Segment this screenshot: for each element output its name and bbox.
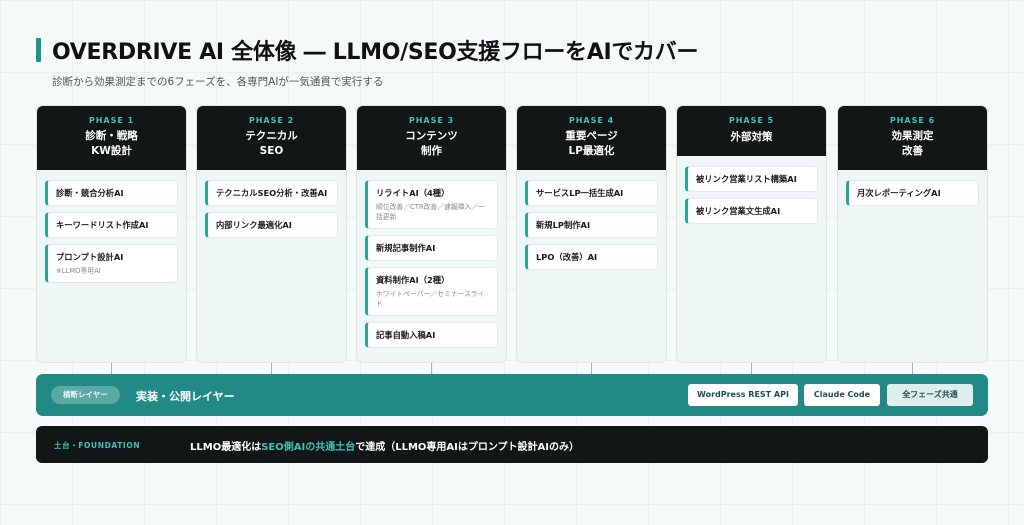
phase-4-card: PHASE 4 重要ページ LP最適化 サービスLP一括生成AI 新規LP制作A… bbox=[516, 105, 667, 363]
page-subtitle: 診断から効果測定までの6フェーズを、各専門AIが一気通貫で実行する bbox=[52, 76, 384, 88]
phase-6-item-1[interactable]: 月次レポーティングAI bbox=[846, 180, 979, 206]
phase-1-item-2[interactable]: キーワードリスト作成AI bbox=[45, 212, 178, 238]
phase-5-item-1[interactable]: 被リンク営業リスト構築AI bbox=[685, 166, 818, 192]
phase-5-item-2[interactable]: 被リンク営業文生成AI bbox=[685, 198, 818, 224]
item-label: LPO（改善）AI bbox=[536, 252, 598, 262]
wordpress-rest-api-button[interactable]: WordPress REST API bbox=[688, 384, 798, 406]
phase-5-name-line1: 外部対策 bbox=[730, 131, 773, 143]
phase-5-header: PHASE 5 外部対策 bbox=[677, 106, 826, 156]
item-label: テクニカルSEO分析・改善AI bbox=[216, 188, 328, 198]
cross-layer-badge: 横断レイヤー bbox=[51, 386, 120, 404]
phase-2-number: PHASE 2 bbox=[248, 116, 295, 125]
phase-2-name-line2: SEO bbox=[259, 145, 284, 157]
claude-code-button[interactable]: Claude Code bbox=[804, 384, 880, 406]
phase-4-item-3[interactable]: LPO（改善）AI bbox=[525, 244, 658, 270]
phase-1-item-1[interactable]: 診断・競合分析AI bbox=[45, 180, 178, 206]
phase-1-items: 診断・競合分析AI キーワードリスト作成AI プロンプト設計AI ※LLMO専用… bbox=[37, 170, 186, 283]
item-label: 月次レポーティングAI bbox=[857, 188, 941, 198]
foundation-bar: 土台・FOUNDATION LLMO最適化はSEO側AIの共通土台で達成（LLM… bbox=[36, 426, 988, 463]
phase-3-card: PHASE 3 コンテンツ 制作 リライトAI（4種） 順位改善／CTR改善／速… bbox=[356, 105, 507, 363]
phase-4-item-2[interactable]: 新規LP制作AI bbox=[525, 212, 658, 238]
item-label: リライトAI（4種） bbox=[376, 188, 450, 198]
phase-3-item-1[interactable]: リライトAI（4種） 順位改善／CTR改善／速報挿入／一括更新 bbox=[365, 180, 498, 229]
phase-4-items: サービスLP一括生成AI 新規LP制作AI LPO（改善）AI bbox=[517, 170, 666, 270]
phase-6-items: 月次レポーティングAI bbox=[838, 170, 987, 206]
connector-line bbox=[591, 363, 592, 375]
phase-3-name-line2: 制作 bbox=[421, 145, 442, 157]
connector-line bbox=[912, 363, 913, 375]
item-label: 資料制作AI（2種） bbox=[376, 275, 450, 285]
page-title: OVERDRIVE AI 全体像 ― LLMO/SEO支援フローをAIでカバー bbox=[52, 40, 699, 65]
foundation-text: LLMO最適化はSEO側AIの共通土台で達成（LLMO専用AIはプロンプト設計A… bbox=[190, 438, 579, 453]
phase-6-header: PHASE 6 効果測定 改善 bbox=[838, 106, 987, 170]
phase-2-card: PHASE 2 テクニカル SEO テクニカルSEO分析・改善AI 内部リンク最… bbox=[196, 105, 347, 363]
phase-6-card: PHASE 6 効果測定 改善 月次レポーティングAI bbox=[837, 105, 988, 363]
phase-6-number: PHASE 6 bbox=[889, 116, 936, 125]
phase-1-name-line1: 診断・戦略 bbox=[85, 130, 138, 142]
phase-columns: PHASE 1 診断・戦略 KW設計 診断・競合分析AI キーワードリスト作成A… bbox=[36, 105, 988, 363]
phase-4-header: PHASE 4 重要ページ LP最適化 bbox=[517, 106, 666, 170]
item-note: ※LLMO専用AI bbox=[56, 267, 101, 275]
phase-1-name-line2: KW設計 bbox=[91, 145, 132, 157]
phase-3-item-3[interactable]: 資料制作AI（2種） ホワイトペーパー／セミナースライド bbox=[365, 267, 498, 316]
item-label: 記事自動入稿AI bbox=[376, 330, 436, 340]
connector-line bbox=[111, 363, 112, 375]
item-label: 診断・競合分析AI bbox=[56, 188, 124, 198]
foundation-text-before: LLMO最適化は bbox=[190, 442, 262, 453]
all-phases-common-button[interactable]: 全フェーズ共通 bbox=[887, 384, 973, 406]
item-label: プロンプト設計AI bbox=[56, 252, 124, 262]
connector-line bbox=[431, 363, 432, 375]
implementation-layer-title: 実装・公開レイヤー bbox=[136, 390, 235, 403]
phase-4-name-line2: LP最適化 bbox=[568, 145, 615, 157]
phase-3-name-line1: コンテンツ bbox=[405, 130, 458, 142]
phase-1-card: PHASE 1 診断・戦略 KW設計 診断・競合分析AI キーワードリスト作成A… bbox=[36, 105, 187, 363]
item-label: キーワードリスト作成AI bbox=[56, 220, 149, 230]
phase-5-card: PHASE 5 外部対策 被リンク営業リスト構築AI 被リンク営業文生成AI bbox=[676, 105, 827, 363]
phase-2-items: テクニカルSEO分析・改善AI 内部リンク最適化AI bbox=[197, 170, 346, 238]
implementation-layer: 横断レイヤー 実装・公開レイヤー WordPress REST API Clau… bbox=[36, 374, 988, 416]
phase-4-number: PHASE 4 bbox=[568, 116, 615, 125]
phase-2-item-1[interactable]: テクニカルSEO分析・改善AI bbox=[205, 180, 338, 206]
phase-5-items: 被リンク営業リスト構築AI 被リンク営業文生成AI bbox=[677, 156, 826, 224]
foundation-text-highlight: SEO側AIの共通土台 bbox=[261, 442, 356, 453]
item-note: 順位改善／CTR改善／速報挿入／一括更新 bbox=[376, 203, 485, 221]
item-label: 新規LP制作AI bbox=[536, 220, 591, 230]
phase-1-header: PHASE 1 診断・戦略 KW設計 bbox=[37, 106, 186, 170]
connector-line bbox=[751, 363, 752, 375]
connector-line bbox=[271, 363, 272, 375]
title-accent-bar bbox=[36, 38, 41, 62]
phase-2-name-line1: テクニカル bbox=[245, 130, 298, 142]
item-label: 新規記事制作AI bbox=[376, 243, 436, 253]
phase-3-header: PHASE 3 コンテンツ 制作 bbox=[357, 106, 506, 170]
phase-1-item-3[interactable]: プロンプト設計AI ※LLMO専用AI bbox=[45, 244, 178, 283]
phase-4-name-line1: 重要ページ bbox=[565, 130, 618, 142]
phase-2-header: PHASE 2 テクニカル SEO bbox=[197, 106, 346, 170]
item-note: ホワイトペーパー／セミナースライド bbox=[376, 290, 485, 308]
item-label: 被リンク営業リスト構築AI bbox=[696, 174, 797, 184]
phase-4-item-1[interactable]: サービスLP一括生成AI bbox=[525, 180, 658, 206]
item-label: 内部リンク最適化AI bbox=[216, 220, 292, 230]
foundation-text-after: で達成（LLMO専用AIはプロンプト設計AIのみ） bbox=[355, 442, 580, 453]
phase-3-item-4[interactable]: 記事自動入稿AI bbox=[365, 322, 498, 348]
phase-6-name-line2: 改善 bbox=[902, 145, 923, 157]
phase-5-number: PHASE 5 bbox=[728, 116, 775, 125]
phase-2-item-2[interactable]: 内部リンク最適化AI bbox=[205, 212, 338, 238]
phase-1-number: PHASE 1 bbox=[88, 116, 135, 125]
phase-3-number: PHASE 3 bbox=[408, 116, 455, 125]
phase-3-item-2[interactable]: 新規記事制作AI bbox=[365, 235, 498, 261]
phase-3-items: リライトAI（4種） 順位改善／CTR改善／速報挿入／一括更新 新規記事制作AI… bbox=[357, 170, 506, 348]
item-label: サービスLP一括生成AI bbox=[536, 188, 624, 198]
foundation-label: 土台・FOUNDATION bbox=[54, 441, 141, 450]
item-label: 被リンク営業文生成AI bbox=[696, 206, 781, 216]
phase-6-name-line1: 効果測定 bbox=[891, 130, 934, 142]
